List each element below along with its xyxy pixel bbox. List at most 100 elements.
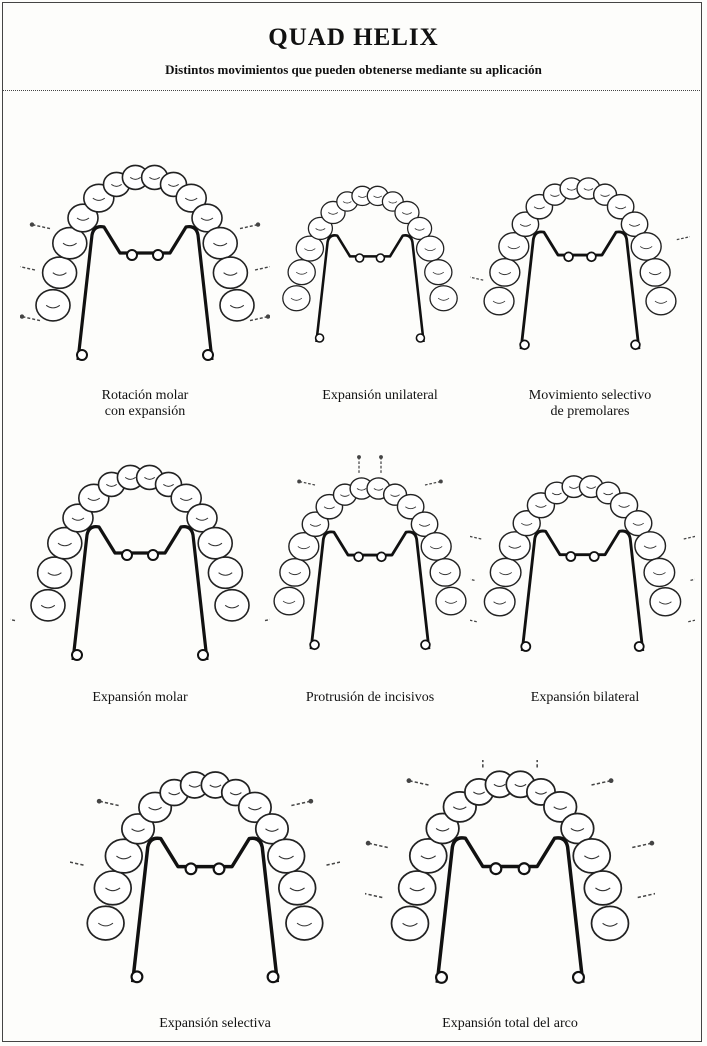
tooth [87,906,124,940]
tooth [430,286,457,311]
diagram-expansion-bilateral [470,455,695,685]
caption-expansion-bilateral: Expansión bilateral [490,690,680,706]
caption-expansion-molar: Expansión molar [50,690,230,706]
helix-coil [132,971,143,982]
helix-coil [198,650,208,660]
movement-arrow [299,481,315,485]
helix-coil [573,972,584,983]
tooth [436,587,466,614]
diagram-expansion-selectiva [70,760,340,1010]
helix-coil [566,552,575,561]
arrow-head [366,841,371,846]
tooth [279,871,316,905]
arrow-head [379,455,383,459]
helix-coil [122,550,132,560]
helix-coil [521,642,530,651]
movement-arrow [470,535,481,539]
tooth [573,839,610,873]
caption-line: Expansión total del arco [400,1016,620,1032]
helix-coil [490,863,501,874]
movement-arrow [99,801,118,805]
helix-coil [520,340,529,349]
diagram-rotacion-molar [20,155,270,385]
movement-arrow [691,577,696,581]
tooth [268,839,305,873]
arrow-head [20,314,24,318]
arch-diagram [10,455,270,685]
caption-line: Expansión unilateral [280,388,480,404]
quad-helix-wire [522,531,643,651]
helix-coil [268,971,279,982]
tooth [286,906,323,940]
tooth [36,290,70,321]
diagram-movimiento-premolares [470,155,690,385]
movement-arrow [291,801,310,805]
helix-coil [354,552,363,561]
movement-arrow [688,618,695,622]
caption-rotacion-molar: Rotación molar con expansión [60,388,230,420]
movement-arrow [470,618,477,622]
caption-line: de premolares [500,404,680,420]
tooth [198,528,232,559]
diagram-protrusion-incisivos [260,455,480,685]
helix-coil [519,863,530,874]
caption-protrusion-incisivos: Protrusión de incisivos [270,690,470,706]
helix-coil [436,972,447,983]
tooth [644,558,675,586]
movement-arrow [22,317,40,321]
helix-coil [148,550,158,560]
tooth [430,559,460,586]
tooth [484,287,514,314]
helix-coil [203,350,213,360]
helix-coil [377,552,386,561]
movement-arrow [638,893,655,897]
helix-coil [590,552,599,561]
movement-arrow [409,781,429,785]
movement-arrow [592,781,612,785]
movement-arrow [368,843,388,847]
tooth [490,259,520,286]
tooth [280,559,310,586]
caption-line: Movimiento selectivo [500,388,680,404]
header-divider [2,90,702,91]
tooth [425,260,452,285]
quad-helix-wire [521,232,639,349]
arch-diagram [470,455,695,685]
quad-helix-wire [316,235,423,342]
movement-arrow [32,225,50,229]
movement-arrow [255,266,270,270]
tooth [584,871,621,905]
movement-arrow [470,577,475,581]
arrow-head [30,222,34,226]
arch-diagram [20,155,270,385]
arch-diagram [70,760,340,1010]
tooth [274,587,304,614]
arch-diagram [470,155,690,385]
caption-line: Rotación molar [60,388,230,404]
helix-coil [635,642,644,651]
diagram-expansion-total [365,760,655,1010]
arrow-head [649,841,654,846]
diagram-expansion-molar [10,455,270,685]
caption-line: con expansión [60,404,230,420]
helix-coil [186,863,197,874]
tooth [215,590,249,621]
arrow-head [297,480,301,484]
caption-expansion-total: Expansión total del arco [400,1016,620,1032]
tooth [417,236,444,261]
diagram-expansion-unilateral [270,155,470,385]
tooth [592,906,629,940]
tooth [635,532,666,560]
helix-coil [214,863,225,874]
tooth [213,257,247,288]
helix-coil [376,254,384,262]
caption-line: Expansión molar [50,690,230,706]
arrow-head [357,455,361,459]
quad-helix-wire [437,838,583,983]
arrow-head [97,799,102,804]
arrow-head [609,778,614,783]
caption-line: Expansión selectiva [120,1016,310,1032]
arrow-head [256,222,260,226]
helix-coil [564,252,573,261]
